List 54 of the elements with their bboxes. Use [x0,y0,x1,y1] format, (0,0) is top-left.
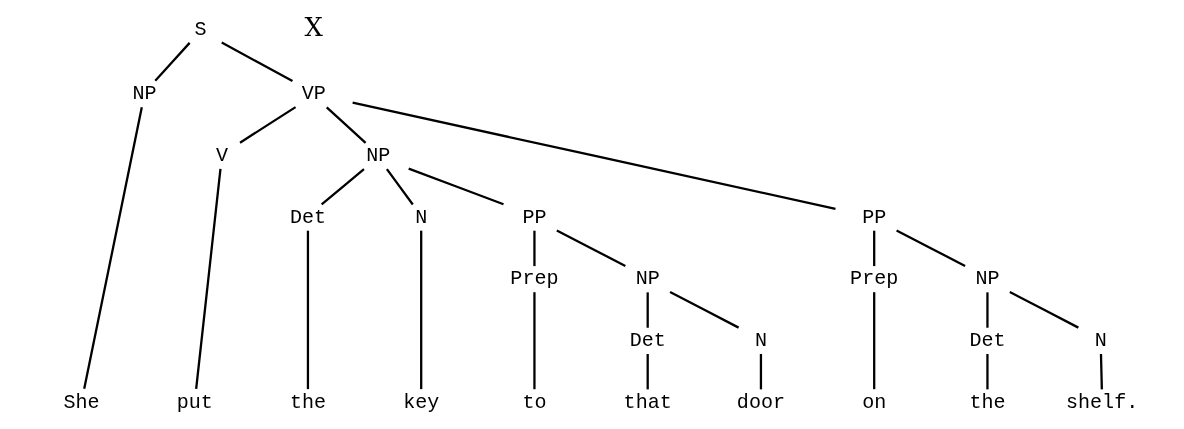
node-text: N [1094,328,1107,352]
connector [82,107,143,389]
connector [320,168,365,206]
connector [1099,353,1103,390]
connector [532,230,536,267]
connector [669,291,739,329]
connector [419,230,422,390]
node-text: Det [968,328,1005,352]
connector [407,167,504,206]
connector [385,168,414,206]
connector [646,292,649,328]
node-text: Prep [849,267,898,291]
connector [153,42,190,82]
node-text: NP [635,267,660,291]
node-text: key [402,390,439,414]
node-text: NP [131,82,157,106]
connector [555,229,626,267]
node-text: the [968,390,1005,414]
node-text: PP [861,205,886,229]
node-text: door [736,390,785,414]
connector [1008,291,1079,329]
node-text: Det [289,205,326,229]
connector [532,292,536,390]
connector [646,354,649,390]
node-text: put [176,390,213,414]
connector [872,230,875,267]
connector [351,101,836,210]
node-text: S [193,17,206,41]
connector [220,41,293,83]
node-text: VP [301,82,326,106]
node-text: N [754,328,767,352]
connector [759,354,762,390]
node-text: to [521,390,546,414]
node-text: Prep [509,267,558,291]
node-text: the [289,390,326,414]
connector [872,292,875,390]
node-text: Det [629,328,666,352]
connector [306,230,309,390]
node-text: shelf. [1065,390,1138,414]
node-text: NP [365,144,390,168]
node-text: that [623,390,672,414]
node-text: She [62,390,99,414]
node-text: V [215,144,228,168]
node-text: NP [974,267,999,291]
label: X [303,11,323,42]
node-text: N [414,205,427,229]
connector [985,292,989,328]
connector [194,168,222,390]
connector [895,229,966,267]
connector [238,106,296,144]
connector [325,106,366,144]
connector [985,354,989,390]
node-text: on [861,390,886,414]
node-text: PP [521,205,546,229]
